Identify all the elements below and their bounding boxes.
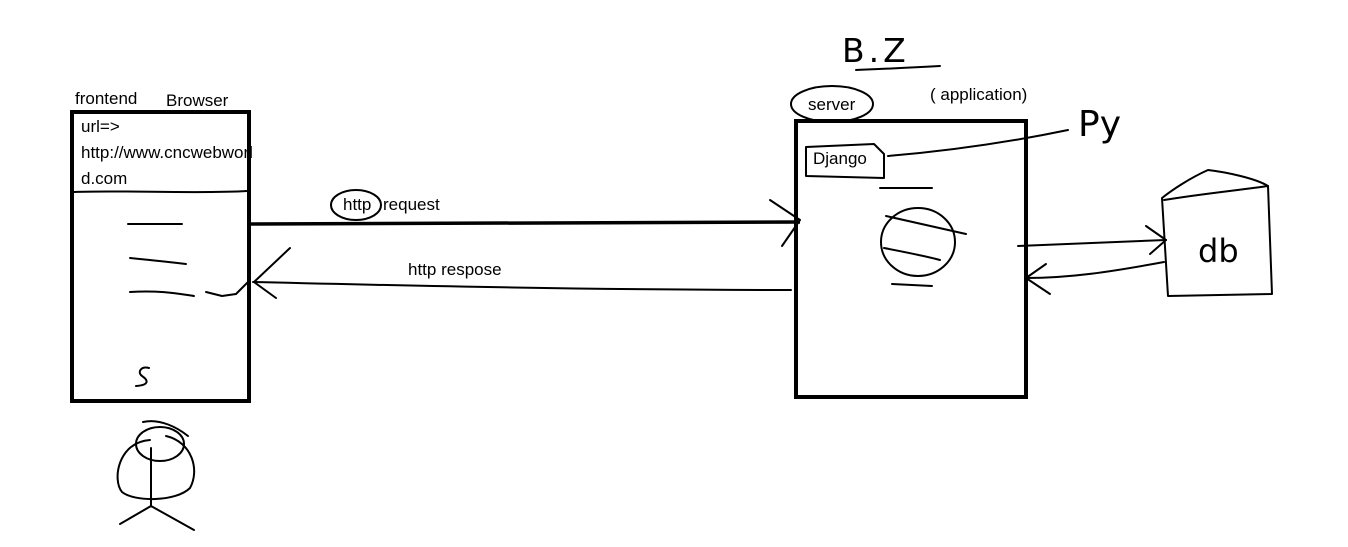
server-group: B.Z server ( application) Django Py [790, 31, 1121, 399]
db-arrows-group [1017, 225, 1167, 295]
user-hair [142, 420, 189, 437]
browser-group: frontend Browser url=> http://www.cncweb… [70, 89, 253, 403]
user-head-outline [116, 435, 196, 501]
frontend-label: frontend [75, 89, 137, 108]
page-content-line-2 [129, 257, 187, 265]
user-face [135, 426, 185, 462]
database-group: db [1161, 169, 1273, 297]
user-legs [119, 505, 195, 531]
response-arrow-group: http respose [252, 247, 792, 299]
server-to-db-arrowhead [1145, 225, 1167, 255]
db-to-server-arrowhead [1025, 263, 1051, 295]
response-arrowhead [253, 247, 291, 299]
http-circle-mark [330, 189, 382, 221]
db-top-edge [1163, 185, 1269, 201]
user-figure [116, 420, 196, 531]
application-label: ( application) [930, 85, 1027, 104]
browser-box [70, 110, 251, 403]
server-content-line-3 [883, 247, 941, 261]
server-heading: B.Z [842, 31, 910, 70]
page-content-line-3 [129, 290, 195, 297]
request-arrow-group: http request [250, 189, 801, 247]
response-arrow-line [252, 281, 792, 291]
server-label: server [808, 95, 856, 114]
http-word-label: http [343, 195, 371, 214]
url-line-1: http://www.cncwebworl [81, 143, 253, 162]
django-label: Django [813, 149, 867, 168]
server-content-line-4 [891, 283, 933, 287]
response-label: http respose [408, 260, 502, 279]
server-to-db-line [1017, 239, 1167, 247]
page-content-tick [205, 281, 249, 297]
request-arrow-line [250, 220, 801, 226]
heading-underline [855, 65, 941, 71]
python-label: Py [1078, 104, 1121, 145]
db-label: db [1198, 232, 1239, 270]
db-to-server-line [1025, 261, 1165, 279]
server-content-line-2 [885, 215, 967, 235]
python-connector [887, 129, 1069, 157]
scribble-s [135, 366, 150, 387]
browser-label: Browser [166, 91, 229, 110]
url-prefix: url=> [81, 117, 120, 136]
request-label: request [383, 195, 440, 214]
server-box [794, 119, 1028, 399]
address-bar-divider [73, 190, 248, 194]
request-arrowhead [769, 199, 801, 247]
server-content-circle [880, 207, 956, 277]
url-line-2: d.com [81, 169, 127, 188]
django-box [805, 143, 885, 179]
